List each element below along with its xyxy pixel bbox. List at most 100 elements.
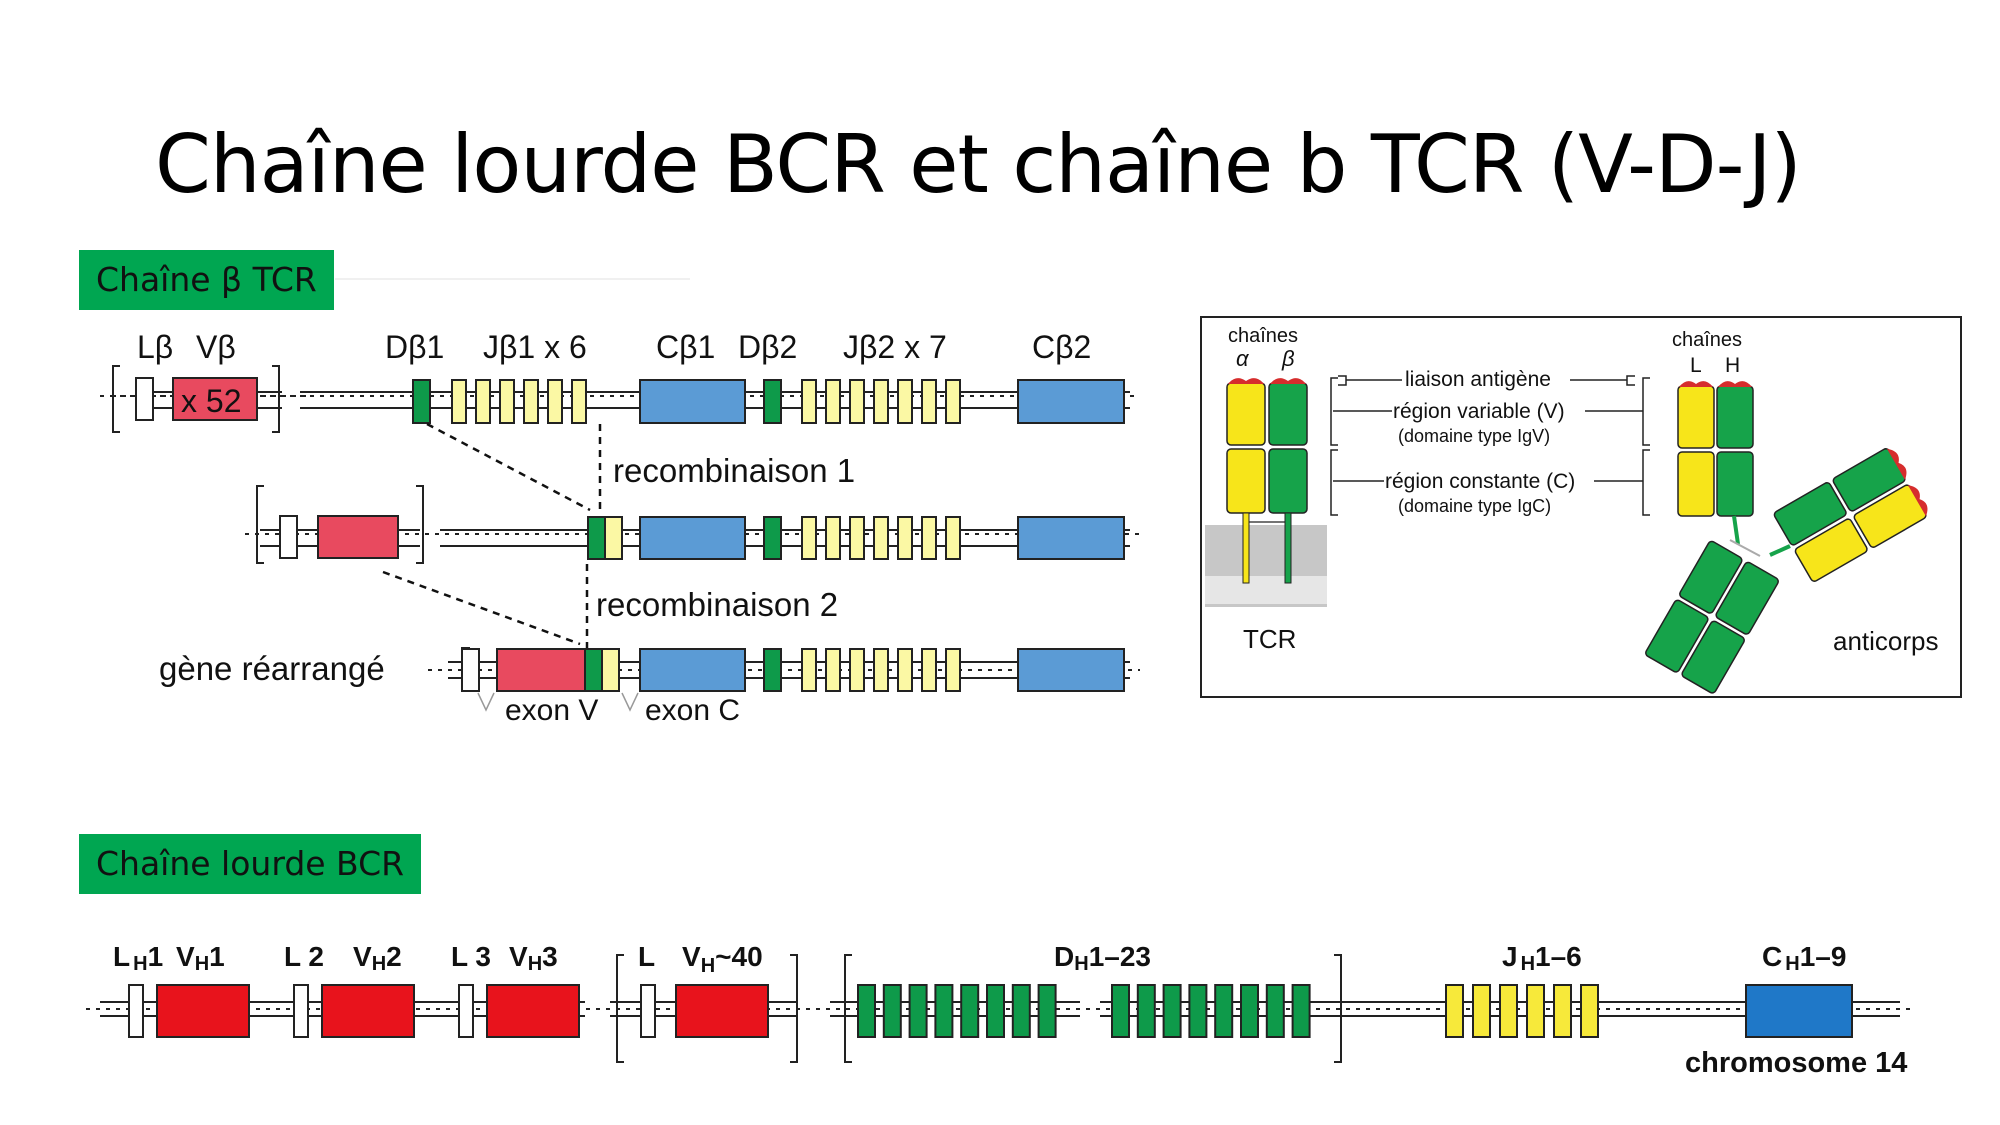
jb2-segment <box>849 516 865 560</box>
jb2-segment <box>849 379 865 424</box>
ch-exon <box>1745 984 1853 1038</box>
jh-segment <box>1499 984 1518 1038</box>
variable-region-label: région variable (V) <box>1393 400 1565 423</box>
dh-segment <box>1136 984 1156 1038</box>
tcr-section-label: Chaîne β TCR <box>79 250 334 310</box>
jb2-segment <box>801 516 817 560</box>
jb2-segment <box>873 379 889 424</box>
vb-count: x 52 <box>181 383 241 419</box>
jb2-segment <box>801 648 817 692</box>
vh3-label: VH3 <box>509 941 558 975</box>
jb2-segment <box>849 648 865 692</box>
vdj-exon <box>496 648 586 692</box>
variable-domain-label: (domaine type IgV) <box>1398 426 1550 446</box>
vdj-segment-j <box>601 648 620 692</box>
dh-segment <box>1265 984 1285 1038</box>
cb1-label: Cβ1 <box>656 329 715 365</box>
l-exon <box>640 984 656 1038</box>
dh-segment <box>1037 984 1057 1038</box>
jb2-segment <box>897 516 913 560</box>
page-title: Chaîne lourde BCR et chaîne b TCR (V-D-J… <box>155 118 1802 211</box>
l-label: L <box>638 941 655 972</box>
lb-exon-2 <box>279 515 298 559</box>
jb2-label: Jβ2 x 7 <box>843 329 947 365</box>
db2-segment <box>763 516 782 560</box>
jh-segment <box>1553 984 1572 1038</box>
l3-label: L 3 <box>451 941 491 972</box>
jh-segment <box>1445 984 1464 1038</box>
dh-segment <box>934 984 954 1038</box>
jb2-segment <box>873 648 889 692</box>
db1-label: Dβ1 <box>385 329 444 365</box>
vh40-label: VH~40 <box>682 941 763 977</box>
cb2-label: Cβ2 <box>1032 329 1091 365</box>
tcr-antibody-inset: chaînes α β TCR <box>1200 316 1962 698</box>
db2-label: Dβ2 <box>738 329 797 365</box>
membrane-inner <box>1205 576 1327 604</box>
dh-segment <box>857 984 876 1038</box>
antigen-binding-label: liaison antigène <box>1405 368 1551 391</box>
jb1-segment <box>571 379 587 424</box>
dh-segment <box>1291 984 1311 1038</box>
heavy-chain-label: H <box>1725 354 1740 377</box>
l2-label: L 2 <box>284 941 324 972</box>
dh-segment <box>1111 984 1130 1038</box>
vh40-exon <box>675 984 769 1038</box>
jb2-segment <box>921 516 937 560</box>
dh-segment <box>882 984 902 1038</box>
jb1-segment <box>523 379 539 424</box>
jb1-segment <box>547 379 563 424</box>
dj-segment-j <box>604 516 623 560</box>
vb-exon-2 <box>317 515 399 559</box>
jb2-segment <box>801 379 817 424</box>
jb2-segment <box>897 648 913 692</box>
dj-segment-d <box>587 516 606 560</box>
constant-region-label: région constante (C) <box>1385 470 1575 493</box>
vh2-label: VH2 <box>353 941 402 975</box>
db2-segment <box>763 648 782 692</box>
vb-exon <box>172 377 258 421</box>
rearranged-gene-label: gène réarrangé <box>159 650 385 687</box>
jh-segment <box>1580 984 1599 1038</box>
dh-segment <box>908 984 928 1038</box>
jb2-segment <box>897 379 913 424</box>
beta-label: β <box>1281 346 1295 371</box>
vb-label: Vβ <box>196 329 236 365</box>
l3-exon <box>458 984 474 1038</box>
dh-segment <box>1214 984 1234 1038</box>
recombination-1-label: recombinaison 1 <box>613 452 855 489</box>
ab-chains-title: chaînes <box>1672 329 1742 351</box>
antibody-label: anticorps <box>1833 626 1939 656</box>
cb1-segment <box>639 648 746 692</box>
dh-label: DH1–23 <box>1054 941 1151 975</box>
dh-segment <box>1240 984 1259 1038</box>
jb2-segment <box>825 379 841 424</box>
constant-domain-label: (domaine type IgC) <box>1398 496 1551 516</box>
vh1-exon <box>156 984 250 1038</box>
jb1-segment <box>475 379 491 424</box>
splice-mark-v <box>477 692 495 712</box>
dh-segment <box>1011 984 1031 1038</box>
vh2-exon <box>321 984 415 1038</box>
antibody-molecule <box>1645 381 1928 694</box>
jb1-segment <box>499 379 515 424</box>
tcr-chains-title: chaînes <box>1228 325 1298 347</box>
lb-exon <box>135 377 154 421</box>
tcr-molecule <box>1226 378 1308 584</box>
region-brackets <box>1330 375 1650 516</box>
jb1-label: Jβ1 x 6 <box>483 329 587 365</box>
cb2-segment <box>1017 648 1125 692</box>
splice-mark-c <box>621 692 639 712</box>
alpha-label: α <box>1236 346 1250 371</box>
dh-segment <box>986 984 1005 1038</box>
jb2-segment <box>945 516 961 560</box>
jb2-segment <box>921 379 937 424</box>
lh1-exon <box>128 984 144 1038</box>
tcr-label: TCR <box>1243 624 1296 654</box>
cb2-segment <box>1017 379 1125 424</box>
bcr-section-label: Chaîne lourde BCR <box>79 834 422 894</box>
